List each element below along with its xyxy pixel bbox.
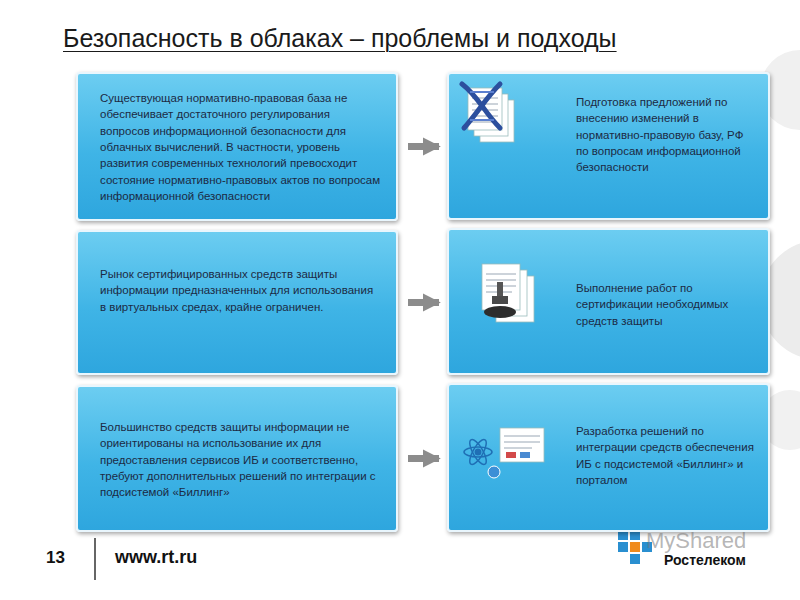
flow-arrow	[408, 143, 439, 150]
box-text: Разработка решений по интеграции средств…	[576, 423, 756, 488]
box-text: Существующая нормативно-правовая база не…	[100, 90, 382, 204]
certificate-stamp-icon	[482, 264, 534, 322]
flow-arrow	[408, 299, 439, 306]
footer-divider	[94, 538, 96, 580]
approach-box: Разработка решений по интеграции средств…	[447, 383, 770, 532]
problem-box: Большинство средств защиты информации не…	[76, 385, 398, 532]
flow-arrow	[408, 455, 439, 462]
box-text: Большинство средств защиты информации не…	[100, 419, 382, 501]
page-number: 13	[46, 548, 65, 568]
website-url: www.rt.ru	[115, 547, 197, 568]
box-text: Подготовка предложений по внесению измен…	[576, 94, 756, 176]
approach-box: Выполнение работ по сертификации необход…	[447, 228, 770, 375]
box-text: Рынок сертифицированных средств защиты и…	[100, 266, 382, 315]
watermark: MyShared	[646, 528, 746, 554]
documents-icon	[462, 84, 514, 142]
company-name: Ростелеком	[664, 552, 746, 568]
approach-box: Подготовка предложений по внесению измен…	[447, 72, 770, 220]
integration-icon	[464, 428, 544, 478]
slide-title: Безопасность в облаках – проблемы и подх…	[63, 24, 617, 53]
box-text: Выполнение работ по сертификации необход…	[576, 280, 756, 329]
problem-box: Существующая нормативно-правовая база не…	[76, 72, 398, 221]
problem-box: Рынок сертифицированных средств защиты и…	[76, 230, 398, 375]
